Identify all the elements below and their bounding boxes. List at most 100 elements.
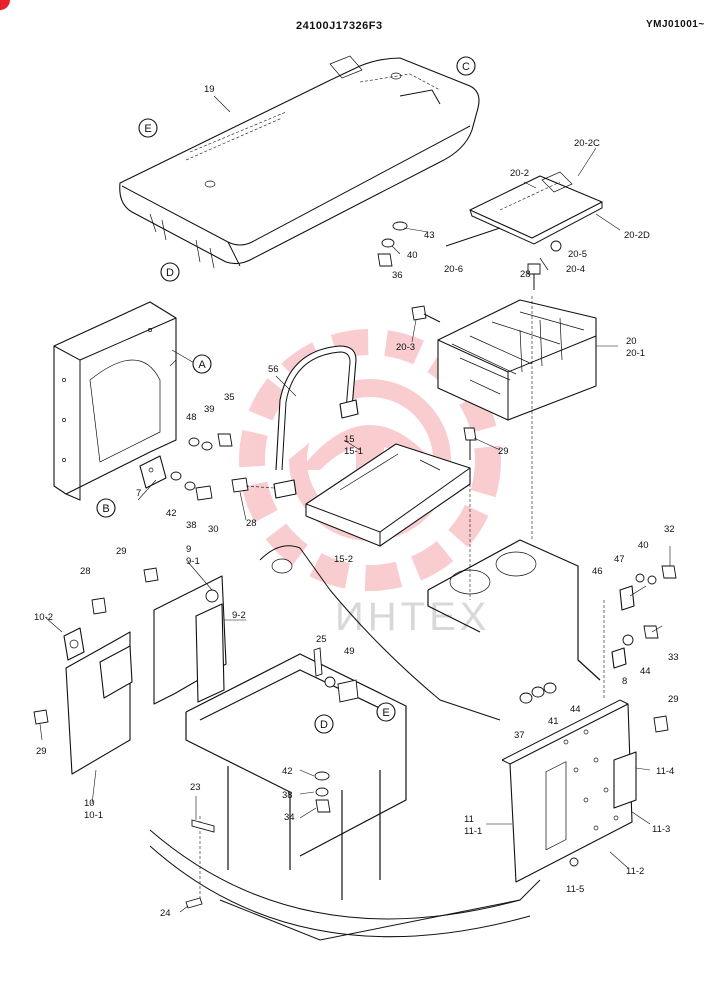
part-label: 11-5 [566,884,584,895]
callout-ring [192,354,212,374]
part-label: 28 [246,518,257,529]
part-label: 32 [664,524,675,535]
serial-range: YMJ01001~ [646,19,705,30]
fasteners-42-38-34 [314,771,331,813]
callout-ring [96,498,116,518]
part-label: 20-1 [626,348,645,359]
part-label: 42 [282,766,293,777]
part-label: 42 [166,508,177,519]
callout-letter: D [166,267,174,279]
right-panel-11 [501,600,669,883]
part-label: 20-2D [624,230,650,241]
panel-10 [33,597,133,775]
part-label: 9-1 [186,556,200,567]
callout-b-marker: B [96,498,116,518]
bolt-28-top [527,263,541,290]
callout-d-marker: D [314,714,334,734]
part-label: 11 [464,814,474,825]
part-label: 29 [668,694,679,705]
callout-letter: C [462,61,470,73]
bolt-20-3 [411,305,441,323]
bracket-7 [139,455,167,489]
callout-ring [376,702,396,722]
part-label: 20 [626,336,637,347]
part-label: 8 [622,676,627,687]
part-label: 20-3 [396,342,415,353]
part-label: 11-3 [652,824,670,835]
callout-e-marker: E [138,118,158,138]
part-label: 10 [84,798,95,809]
part-label: 15-1 [344,446,363,457]
part-label: 28 [80,566,91,577]
bolt-29-plate [463,427,477,460]
part-label: 15-2 [334,554,353,565]
corner-badge [0,0,10,10]
part-label: 29 [36,746,47,757]
part-label: 33 [668,652,679,663]
engine-frame-right [259,296,601,721]
part-label: 41 [548,716,559,727]
callout-letter: D [320,719,328,731]
part-label: 24 [160,908,171,919]
fastener-49 [324,676,359,703]
part-label: 46 [592,566,603,577]
part-label: 9-2 [232,610,246,621]
part-label: 47 [614,554,625,565]
main-chassis-frame [149,653,541,941]
part-label: 10-2 [34,612,53,623]
part-label: 10-1 [84,810,103,821]
part-label: 56 [268,364,279,375]
battery-cover [445,171,603,271]
part-label: 29 [116,546,127,557]
part-label: 38 [282,790,293,801]
part-label: 38 [186,520,197,531]
callout-ring [160,262,180,282]
part-label: 11-1 [464,826,482,837]
callout-e-marker: E [376,702,396,722]
panel-9 [143,567,227,705]
pin-24 [185,897,203,909]
drawing-number: 24100J17326F3 [296,20,383,32]
part-label: 43 [424,230,435,241]
part-label: 20-4 [566,264,585,275]
washers-43-40-36 [377,221,408,267]
handle-56 [273,345,359,499]
callout-c-marker: C [456,56,476,76]
pin-25 [313,647,323,677]
part-label: 20-5 [568,249,587,260]
part-label: 28 [520,269,531,280]
part-label: 30 [208,524,219,535]
callout-d-marker: D [160,262,180,282]
part-label: 20-6 [444,264,463,275]
callout-a-marker: A [192,354,212,374]
watermark-text: ИНТЕХ [335,595,490,639]
left-side-frame [53,301,177,501]
part-label: 29 [498,446,509,457]
part-label: 23 [190,782,201,793]
callout-letter: E [382,707,389,719]
bolt-28-mid [231,477,275,493]
part-label: 15 [344,434,355,445]
part-label: 11-2 [626,866,644,877]
callout-letter: E [144,123,151,135]
callout-letter: A [198,359,206,371]
hood-cover [119,55,480,269]
battery-box [437,299,597,421]
pin-23 [191,819,215,833]
part-label: 44 [640,666,651,677]
part-label: 37 [514,730,525,741]
bracket-8 [611,625,659,669]
part-label: 20-2 [510,168,529,179]
leader-lines [39,95,671,913]
part-label: 25 [316,634,327,645]
part-label: 36 [392,270,403,281]
part-label: 20-2C [574,138,600,149]
part-label: 19 [204,84,215,95]
callout-letter: B [102,503,109,515]
callout-ring [456,56,476,76]
callout-ring [314,714,334,734]
callout-ring [138,118,158,138]
part-label: 11-4 [656,766,674,777]
